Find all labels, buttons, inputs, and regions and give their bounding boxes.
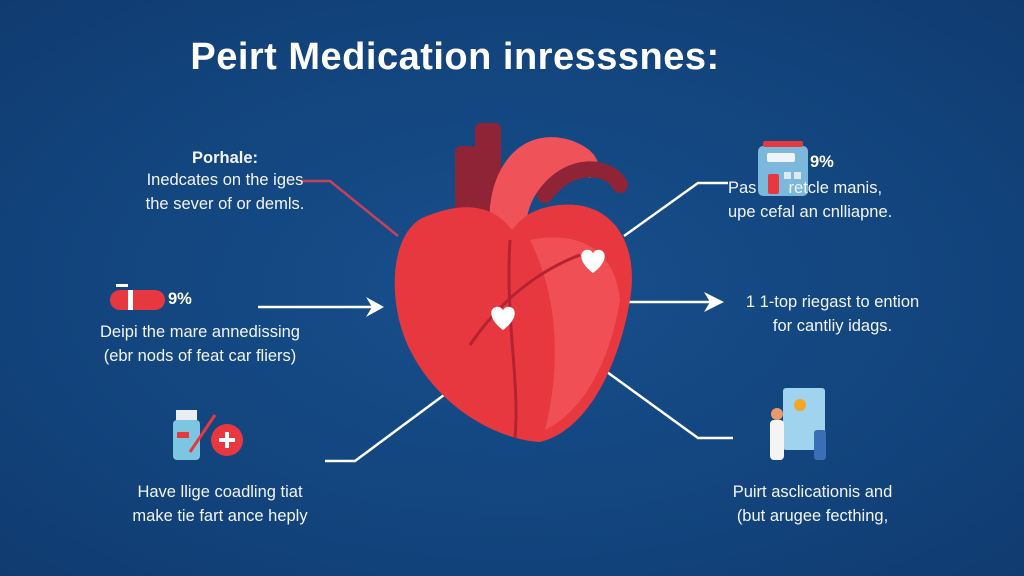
arrow-head-icon bbox=[366, 297, 384, 317]
block-line: for cantliy idags. bbox=[772, 317, 893, 335]
medicine-bottle-icon bbox=[173, 410, 243, 460]
block-line: make tie fart ance heply bbox=[132, 507, 308, 525]
connector-top-left bbox=[300, 179, 399, 237]
stat-top-right: 9% bbox=[810, 153, 834, 171]
block-line: Pas retcle manis, bbox=[728, 179, 883, 197]
info-block-top-left: Porhale: Inedcates on the iges the sever… bbox=[100, 148, 350, 216]
block-heading: Porhale: bbox=[191, 149, 259, 167]
stat-mid-left: 9% bbox=[168, 290, 192, 308]
page-title: Peirt Medication inresssnes: bbox=[190, 36, 720, 78]
block-line: Have llige coadling tiat bbox=[137, 483, 303, 501]
connector-top-right bbox=[623, 181, 728, 238]
calculator-icon bbox=[758, 141, 808, 196]
info-block-mid-left: Deipi the mare annedissing (ebr nods of … bbox=[70, 320, 330, 368]
connector-bottom-right bbox=[606, 370, 733, 440]
info-block-bottom-left: Have llige coadling tiat make tie fart a… bbox=[100, 480, 340, 528]
info-block-top-right: Pas retcle manis, upe cefal an cnlliapne… bbox=[728, 176, 928, 224]
info-block-bottom-right: Puirt asclicationis and (but arugee fect… bbox=[710, 480, 915, 528]
heart-icon bbox=[581, 249, 605, 273]
block-line: 1 1-top riegast to ention bbox=[745, 293, 920, 311]
block-line: (but arugee fecthing, bbox=[736, 507, 889, 525]
block-line: Deipi the mare annedissing bbox=[100, 323, 300, 341]
info-block-mid-right: 1 1-top riegast to ention for cantliy id… bbox=[730, 290, 935, 338]
heart-illustration bbox=[394, 123, 632, 442]
connector-bottom-left bbox=[325, 390, 449, 463]
block-line: (ebr nods of feat car fliers) bbox=[103, 347, 297, 365]
block-line: Inedcates on the iges bbox=[146, 171, 304, 189]
pill-icon bbox=[110, 284, 165, 310]
arrow-head-icon bbox=[704, 292, 724, 312]
block-line: the sever of or demls. bbox=[145, 195, 305, 213]
heart-icon bbox=[491, 306, 515, 330]
block-line: upe cefal an cnlliapne. bbox=[728, 203, 893, 221]
doctor-document-icon bbox=[770, 388, 826, 460]
block-line: Puirt asclicationis and bbox=[732, 483, 893, 501]
